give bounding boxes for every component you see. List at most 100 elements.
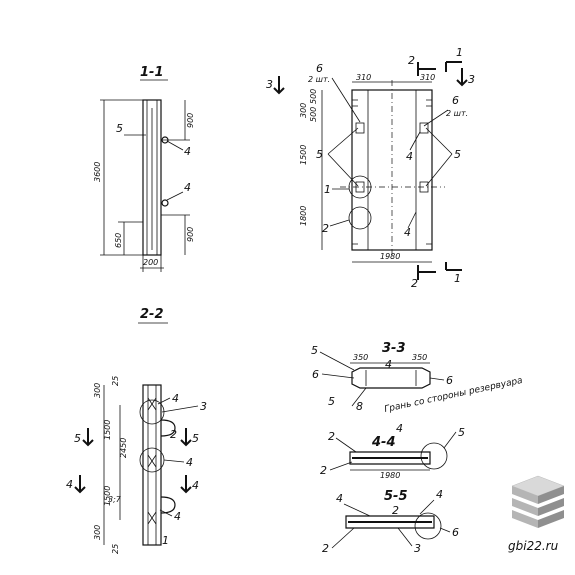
plan-dim-300: 300 [299,103,308,118]
logo-slab-3-right [538,510,564,528]
section-3-3-ribs [365,370,417,386]
section-1-1-callout-4a: 4 [184,145,191,158]
section-2-2-dim-25-top: 25 [111,376,120,386]
plan-callout-5-right: 5 [454,148,461,161]
plan-dim-310-right: 310 [420,73,435,82]
section-4-4-callout-2-bottom: 2 [320,464,327,477]
section-2-2-callout-3: 3 [200,400,207,413]
section-1-1-anchor-lower [161,199,169,207]
section-2-2-cut-label-2: 2 [170,428,177,441]
section-1-1-leader-4b [166,191,184,201]
logo-slab-3-left [512,510,538,528]
section-5-5-title: 5-5 [384,489,408,504]
plan-cut-3-right [456,68,468,87]
plan-pocket-2 [419,122,429,134]
plan-edge-hatch [352,99,432,245]
section-2-2-cut-5-right [180,428,192,447]
section-4-4-detail-circle [420,442,448,470]
plan-node-1 [348,175,372,199]
section-3-3-note: Грань со стороны резервуара [384,376,524,415]
section-1-1-dim-650: 650 [114,233,123,248]
section-5-5-callout-2-top: 2 [392,504,399,517]
plan-cut-label-2-top: 2 [408,54,415,67]
gbi22-logo [511,475,565,528]
section-1-1-dim-3600: 3600 [93,162,102,182]
plan-pocket-4 [419,181,429,193]
section-1-1-title: 1-1 [140,65,164,80]
section-2-2-dim-3-7: 3;7 [108,495,122,504]
section-2-2-leader-4-bottom [159,509,173,517]
plan-cut-label-3-left: 3 [266,78,273,91]
section-3-3-callout-4: 4 [385,358,392,371]
section-2-2-cut-4-right [180,475,192,494]
plan-leader-5-right-a [425,127,453,155]
plan-cut-label-1-bottom: 1 [454,272,461,285]
plan-callout-6-right: 6 [452,94,459,107]
section-1-1-dim-900-bottom: 900 [186,227,195,242]
section-1-1-panel [142,99,162,256]
section-5-5-leader-4-right [419,499,435,515]
section-3-3-callout-6-right: 6 [446,374,453,387]
plan-leader-5-left-a [327,127,359,155]
plan-callout-4-c: 4 [404,226,411,239]
section-2-2-cut-label-5-left: 5 [74,432,81,445]
section-5-5-callout-2-bottom: 2 [322,542,329,555]
plan-cut-label-1-top: 1 [456,46,463,59]
section-2-2-node-middle [139,447,165,473]
section-4-4-leader-2-top [335,437,357,453]
section-4-4-dim-1980: 1980 [380,471,400,480]
section-2-2-title: 2-2 [140,307,164,322]
logo-slab-2-left [512,498,538,516]
plan-dim-1980: 1980 [380,252,400,261]
section-1-1-callout-4b: 4 [184,181,191,194]
section-4-4-leader-5 [443,431,457,449]
section-1-1-leader-4a [166,140,184,151]
section-5-5-callout-3: 3 [414,542,421,555]
section-4-4: 4-4 4 2 5 1980 2 [320,422,465,480]
logo-slab-1-left [512,486,538,504]
plan-leader-6-left [331,77,361,123]
section-4-4-profile [349,451,431,465]
plan-leader-2 [329,219,350,227]
section-5-5: 5-5 4 4 2 6 2 3 [322,488,459,555]
plan-callout-2: 2 [322,222,329,235]
section-3-3-leader-8 [351,387,367,407]
section-3-3-callout-5-top: 5 [311,344,318,357]
panel-plan-view: 3 3 2 2 1 1 310 310 300 500 500 1500 180… [266,46,475,290]
section-2-2-cut-label-4-right: 4 [192,479,199,492]
section-2-2-cut-5-left [82,428,94,447]
section-2-2-leader-4-mid [163,459,185,463]
plan-leader-6-right [423,109,449,127]
section-2-2-dim-25-bottom: 25 [111,544,120,554]
plan-cut-3-left [273,76,285,95]
section-2-2-cross-marks [147,397,157,525]
plan-callout-2pcs-right: 2 шт. [446,109,468,118]
section-2-2-leader-3 [161,405,199,413]
section-2-2-cut-label-4-left: 4 [66,478,73,491]
logo-slab-2-right [538,498,564,516]
section-2-2-dim-300-bottom: 300 [93,525,102,540]
section-1-1-callout-5: 5 [116,122,123,135]
section-3-3-leader-5-top [319,351,355,371]
section-3-3-callout-5-bottom: 5 [328,395,335,408]
plan-callout-6-left: 6 [316,62,323,75]
section-4-4-callout-5: 5 [458,426,465,439]
section-2-2-cut-4-left [74,475,86,494]
section-1-1-dim-200: 200 [143,258,158,267]
plan-leader-5-right-b [425,153,453,187]
plan-cut-2-top [417,62,436,76]
section-2-2-panel [142,384,162,546]
section-3-3-title: 3-3 [382,341,406,356]
section-3-3-callout-8: 8 [356,400,363,413]
section-5-5-leader-4-left [343,503,371,517]
section-4-4-leader-2-bottom [329,461,353,471]
section-2-2-callout-4-mid: 4 [186,456,193,469]
section-3-3-dim-350-left: 350 [353,353,368,362]
section-2-2-callout-4-top: 4 [172,392,179,405]
section-4-4-callout-2-top: 2 [328,430,335,443]
plan-pocket-1 [355,122,365,134]
section-5-5-callout-4-left: 4 [336,492,343,505]
section-3-3-dim-350-right: 350 [412,353,427,362]
plan-dim-500-b: 500 [309,107,318,122]
